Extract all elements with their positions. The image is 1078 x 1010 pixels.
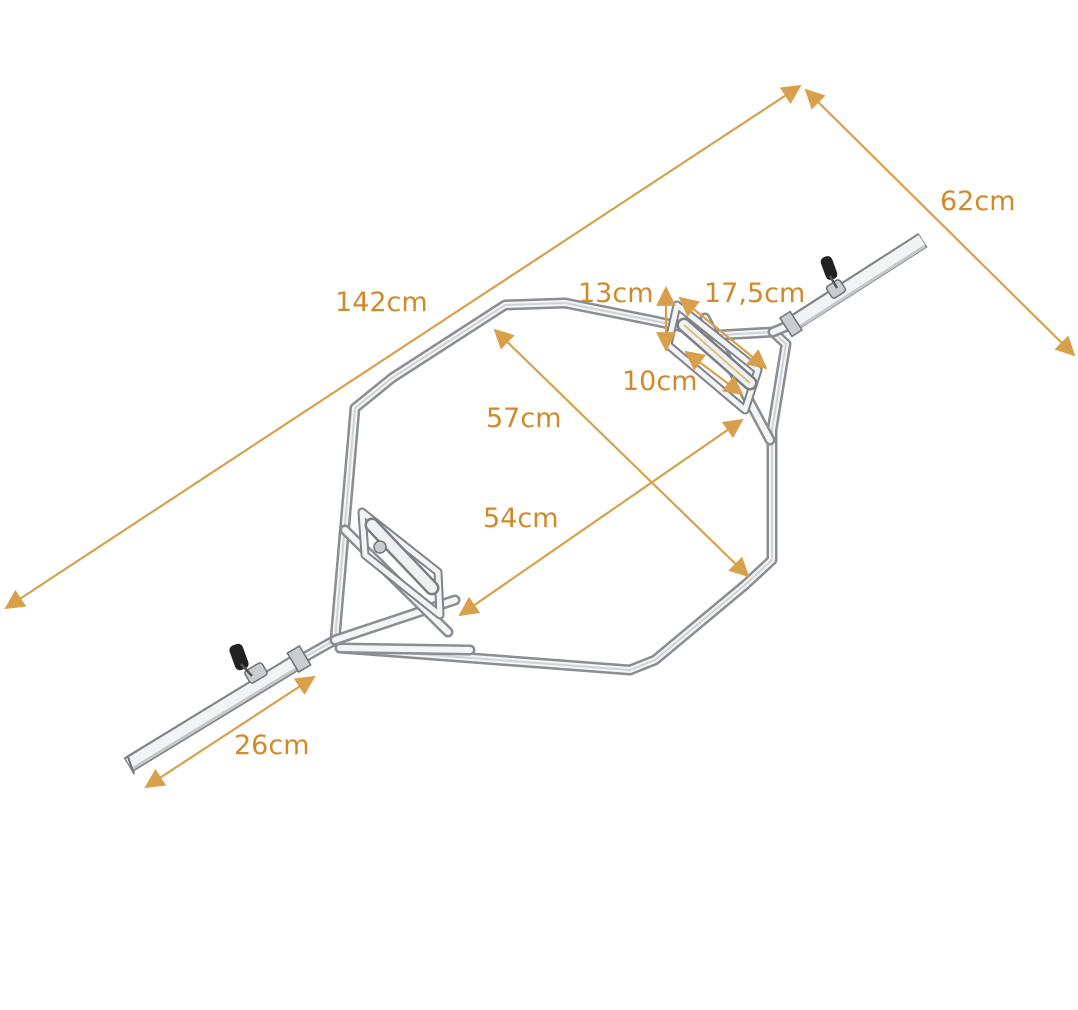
label-inner-width: 54cm [483, 503, 559, 534]
dim-line-26 [144, 675, 316, 789]
dimension-lines [4, 84, 1076, 789]
label-handle-length: 17,5cm [704, 278, 805, 309]
dimension-labels: 142cm 62cm 13cm 17,5cm 10cm 57cm 54cm 26… [234, 186, 1016, 761]
left-clip-icon [229, 643, 268, 684]
left-handle [357, 507, 445, 620]
left-collar [286, 644, 312, 674]
dim-line-142 [4, 84, 802, 610]
label-overall-width: 62cm [940, 186, 1016, 217]
label-overall-length: 142cm [335, 287, 428, 318]
dim-line-54 [458, 418, 744, 617]
label-handle-width: 10cm [622, 366, 698, 397]
label-inner-depth: 57cm [486, 403, 562, 434]
label-sleeve-length: 26cm [234, 730, 310, 761]
right-sleeve [787, 232, 928, 332]
right-clip-icon [820, 256, 847, 299]
dim-line-62 [804, 88, 1076, 357]
label-handle-height: 13cm [578, 278, 654, 309]
